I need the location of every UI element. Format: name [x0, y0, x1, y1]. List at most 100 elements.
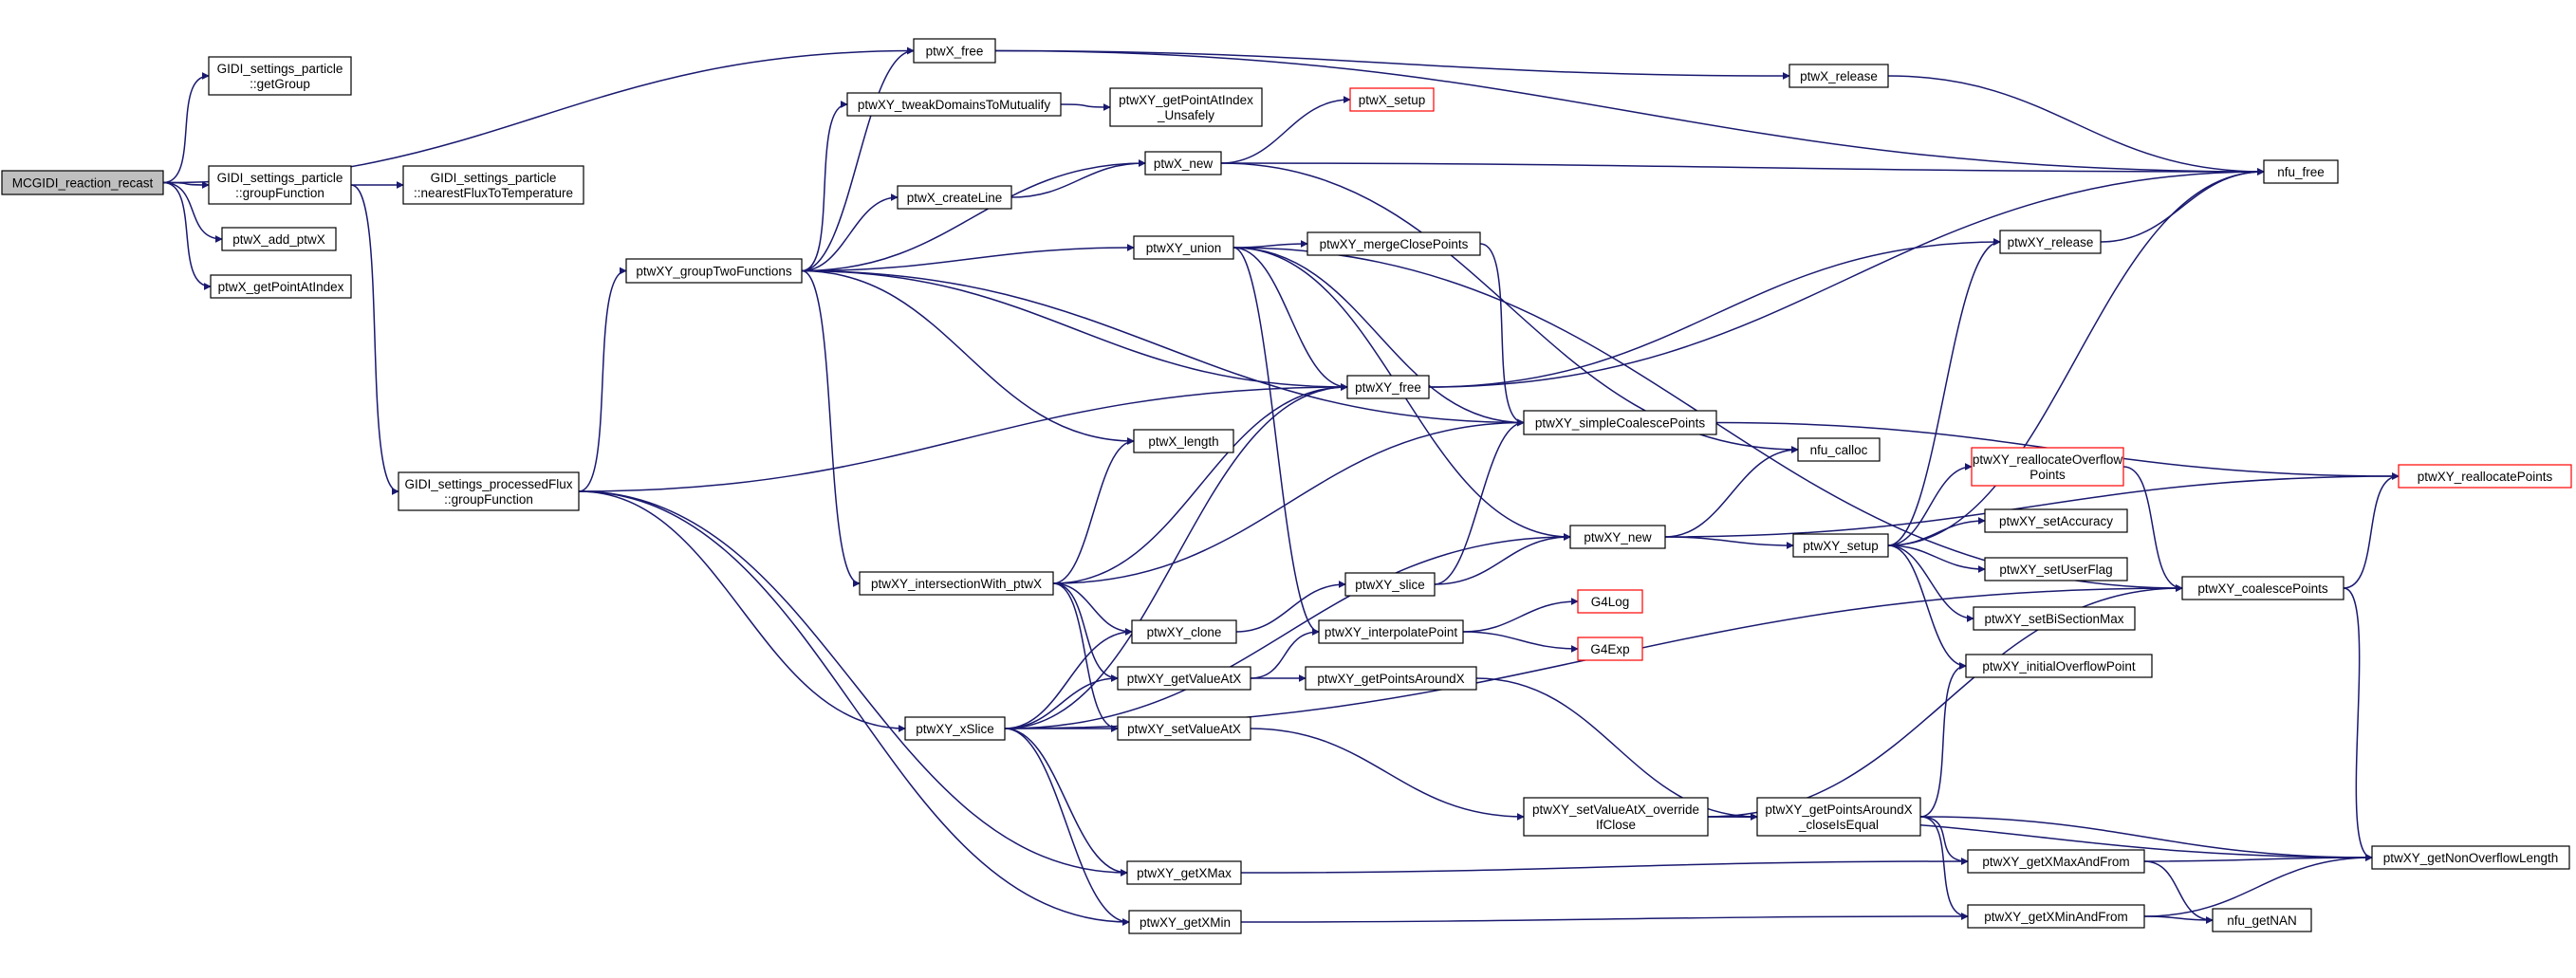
edge-get-points-around-xequal-to-get-non-overflow-length — [1919, 816, 2373, 861]
edge-ptw-xy-setup-to-nfu-free — [1887, 168, 2265, 546]
edge-get-xmax-and-from-to-nfu-get-nan — [2143, 860, 2214, 924]
node-get-non-overflow-length[interactable]: ptwXY_getNonOverflowLength — [2371, 845, 2570, 870]
node-set-user-flag[interactable]: ptwXY_setUserFlag — [1984, 557, 2128, 581]
edge-ptw-xy-free-to-nfu-free — [1428, 168, 2265, 388]
edge-create-line-to-ptw-x-new — [1010, 159, 1146, 198]
node-simple-coalesce[interactable]: ptwXY_simpleCoalescePoints — [1523, 410, 1717, 435]
node-box — [1128, 910, 1242, 934]
node-label: ptwXY_setBiSectionMax — [1984, 612, 2123, 626]
node-get-points-around-x[interactable]: ptwXY_getPointsAroundX — [1305, 666, 1477, 691]
node-initial-overflow-point[interactable]: ptwXY_initialOverflowPoint — [1965, 654, 2153, 678]
node-box — [1126, 860, 1242, 885]
node-processed-flux[interactable]: GIDI_settings_processedFlux::groupFuncti… — [398, 471, 580, 511]
node-reallocate-points[interactable]: ptwXY_reallocatePoints — [2398, 464, 2572, 489]
node-ptw-x-free[interactable]: ptwX_free — [913, 38, 996, 64]
edge-root-to-get-point-at-index — [162, 181, 212, 290]
node-label: ptwXY_setValueAtX — [1127, 722, 1241, 736]
edge-group-two-functions-to-ptw-xy-free — [801, 269, 1348, 391]
node-group-two-functions[interactable]: ptwXY_groupTwoFunctions — [625, 258, 803, 284]
node-label: ptwX_getPointAtIndex — [218, 280, 344, 294]
node-slice[interactable]: ptwXY_slice — [1344, 572, 1436, 597]
node-add-ptw-x[interactable]: ptwX_add_ptwX — [221, 227, 337, 251]
edge-get-points-around-xequal-to-get-xmin-and-from — [1919, 816, 1969, 920]
node-ptw-xy-free[interactable]: ptwXY_free — [1346, 375, 1430, 399]
node-box — [2263, 159, 2339, 184]
node-label: ptwXY_getPointAtIndex — [1119, 93, 1253, 107]
edge-ptw-xy-setup-to-initial-overflow-point — [1887, 544, 1967, 670]
node-get-point-at-index[interactable]: ptwX_getPointAtIndex — [210, 274, 352, 299]
edge-slice-to-ptw-xy-new — [1434, 533, 1571, 585]
node-label: G4Exp — [1590, 642, 1629, 656]
node-get-xmax[interactable]: ptwXY_getXMax — [1126, 860, 1242, 885]
node-nfu-calloc[interactable]: nfu_calloc — [1797, 437, 1881, 462]
node-label: ptwX_free — [926, 45, 984, 59]
edge-ptw-xy-new-to-nfu-calloc — [1664, 446, 1799, 538]
node-x-slice[interactable]: ptwXY_xSlice — [904, 716, 1006, 741]
node-label: GIDI_settings_particle — [217, 62, 343, 76]
node-get-point-at-index-unsafely[interactable]: ptwXY_getPointAtIndex_Unsafely — [1109, 87, 1263, 127]
edge-processed-flux-to-group-two-functions — [578, 267, 627, 492]
edge-intersection-with-to-get-value-at-x — [1052, 582, 1119, 682]
node-set-accuracy[interactable]: ptwXY_setAccuracy — [1984, 508, 2128, 533]
node-get-group[interactable]: GIDI_settings_particle::getGroup — [208, 56, 352, 96]
node-ptw-xy-setup[interactable]: ptwXY_setup — [1792, 533, 1889, 558]
node-get-value-at-x[interactable]: ptwXY_getValueAtX — [1117, 666, 1251, 691]
edge-group-two-functions-to-create-line — [801, 194, 899, 272]
node-box — [1577, 589, 1643, 614]
node-box — [897, 185, 1012, 210]
node-g4-exp[interactable]: G4Exp — [1577, 637, 1643, 661]
node-nfu-get-nan[interactable]: nfu_getNAN — [2212, 908, 2312, 932]
node-box — [1109, 87, 1263, 127]
node-tweak-domains[interactable]: ptwXY_tweakDomainsToMutualify — [846, 92, 1062, 117]
edge-interpolate-point-to-g4-exp — [1462, 631, 1579, 653]
nodes: MCGIDI_reaction_recast GIDI_settings_part… — [1, 38, 2572, 934]
node-set-value-at-x[interactable]: ptwXY_setValueAtX — [1117, 716, 1251, 741]
node-box — [1144, 151, 1222, 175]
node-ptw-x-new[interactable]: ptwX_new — [1144, 151, 1222, 175]
node-label: GIDI_settings_particle — [217, 171, 343, 185]
edge-set-value-at-x-to-set-value-override — [1250, 728, 1525, 821]
node-ptw-x-length[interactable]: ptwX_length — [1133, 429, 1234, 453]
node-get-points-around-xequal[interactable]: ptwXY_getPointsAroundX_closeIsEqual — [1756, 797, 1921, 837]
edge-ptw-xy-setup-to-set-accuracy — [1887, 517, 1986, 546]
edge-coalesce-points-to-reallocate-points — [2343, 472, 2400, 589]
node-ptw-xy-new[interactable]: ptwXY_new — [1569, 525, 1666, 549]
node-root[interactable]: MCGIDI_reaction_recast — [1, 170, 164, 195]
node-g4-log[interactable]: G4Log — [1577, 589, 1643, 614]
node-box — [1133, 429, 1234, 453]
node-ptw-x-release[interactable]: ptwX_release — [1788, 64, 1889, 88]
node-ptw-x-setup[interactable]: ptwX_setup — [1349, 87, 1435, 112]
node-nfu-free[interactable]: nfu_free — [2263, 159, 2339, 184]
node-box — [1307, 231, 1481, 256]
node-label: ptwXY_setAccuracy — [1999, 514, 2113, 528]
node-clone[interactable]: ptwXY_clone — [1131, 619, 1237, 644]
node-union[interactable]: ptwXY_union — [1133, 235, 1234, 260]
node-merge-close-points[interactable]: ptwXY_mergeClosePoints — [1307, 231, 1481, 256]
edge-ptw-xy-setup-to-set-user-flag — [1887, 544, 1986, 573]
edge-intersection-with-to-ptw-x-length — [1052, 437, 1135, 584]
node-intersection-with[interactable]: ptwXY_intersectionWith_ptwX — [859, 571, 1054, 596]
edge-root-to-get-group — [162, 72, 210, 184]
node-set-bi-section-max[interactable]: ptwXY_setBiSectionMax — [1973, 606, 2136, 631]
edge-intersection-with-to-clone — [1052, 582, 1133, 636]
node-create-line[interactable]: ptwX_createLine — [897, 185, 1012, 210]
edge-intersection-with-to-set-value-at-x — [1052, 582, 1119, 732]
node-label: GIDI_settings_processedFlux — [404, 477, 572, 491]
node-box — [1117, 716, 1251, 741]
node-particle-group-function[interactable]: GIDI_settings_particle::groupFunction — [208, 165, 352, 205]
node-label: _closeIsEqual — [1798, 818, 1879, 832]
node-get-xmin[interactable]: ptwXY_getXMin — [1128, 910, 1242, 934]
node-box — [1523, 410, 1717, 435]
node-label: ptwX_length — [1148, 434, 1218, 449]
node-get-xmin-and-from[interactable]: ptwXY_getXMinAndFrom — [1967, 904, 2145, 929]
node-coalesce-points[interactable]: ptwXY_coalescePoints — [2181, 576, 2344, 600]
node-get-xmax-and-from[interactable]: ptwXY_getXMaxAndFrom — [1967, 849, 2145, 874]
node-label: G4Log — [1591, 595, 1630, 609]
node-ptw-xy-release[interactable]: ptwXY_release — [1999, 230, 2102, 254]
edge-particle-group-function-to-processed-flux — [350, 184, 399, 495]
node-interpolate-point[interactable]: ptwXY_interpolatePoint — [1318, 619, 1464, 644]
node-nearest-flux[interactable]: GIDI_settings_particle::nearestFluxToTem… — [402, 165, 584, 205]
